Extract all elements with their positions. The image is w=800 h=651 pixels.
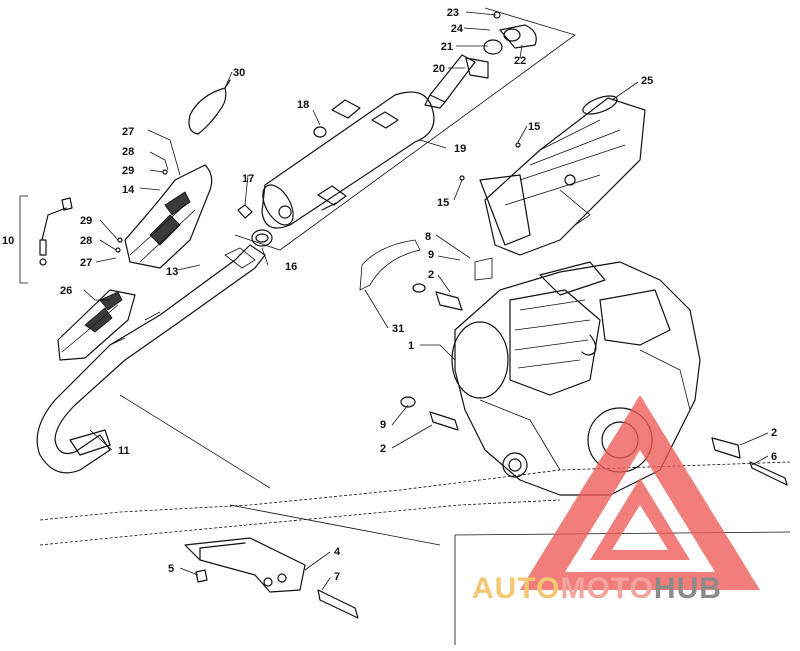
watermark-inner-triangle — [590, 478, 690, 560]
watermark-triangle-logo — [520, 395, 760, 590]
leader-lines — [83, 11, 769, 591]
callout-9a: 9 — [428, 249, 434, 261]
group-boundary — [234, 7, 576, 251]
frame-outline — [39, 394, 791, 645]
callout-13: 13 — [166, 266, 178, 278]
callout-11: 11 — [118, 445, 130, 457]
callout-4: 4 — [334, 546, 341, 558]
callout-22: 22 — [514, 55, 526, 67]
oxygen-sensor — [19, 195, 73, 284]
callout-24: 24 — [451, 23, 464, 35]
callout-5: 5 — [168, 563, 174, 575]
callout-21: 21 — [441, 41, 453, 53]
callout-30: 30 — [233, 67, 245, 79]
callout-15a: 15 — [528, 121, 540, 133]
spark-arrestor-assembly — [424, 11, 537, 109]
callout-27b: 27 — [80, 257, 92, 269]
muffler — [261, 91, 435, 229]
heat-shield-front-lower — [57, 289, 136, 361]
callout-20: 20 — [433, 63, 445, 75]
callout-28b: 28 — [80, 235, 92, 247]
engine-assembly — [451, 261, 701, 496]
callout-2c: 2 — [771, 427, 777, 439]
callout-31: 31 — [392, 323, 404, 335]
callout-2a: 2 — [428, 269, 434, 281]
callout-27a: 27 — [122, 126, 134, 138]
watermark-text: AUTOMOTOHUB — [472, 572, 722, 605]
studs-and-nuts — [400, 283, 788, 486]
watermark-auto: AUTO — [472, 572, 560, 605]
callout-23: 23 — [447, 7, 459, 19]
callout-26: 26 — [60, 285, 72, 297]
callout-28a: 28 — [122, 146, 134, 158]
callout-9b: 9 — [380, 419, 386, 431]
exhaust-spring-hanger — [188, 79, 231, 135]
callout-15b: 15 — [437, 197, 449, 209]
gaskets-plates — [359, 239, 493, 291]
heat-shield-front-upper — [124, 164, 213, 269]
callout-16: 16 — [285, 261, 297, 273]
callout-8: 8 — [425, 231, 431, 243]
callout-14: 14 — [122, 184, 135, 196]
automotohub-watermark: AUTOMOTOHUB — [472, 395, 760, 605]
engine-mount-bracket — [184, 537, 359, 619]
callout-10: 10 — [2, 235, 14, 247]
callout-25: 25 — [641, 75, 653, 87]
heat-shield-rear — [479, 95, 646, 256]
watermark-hub: HUB — [654, 572, 722, 605]
callout-18: 18 — [297, 99, 309, 111]
callout-2b: 2 — [380, 443, 386, 455]
callout-labels: 23 24 21 20 22 25 15 15 19 18 17 16 30 2… — [2, 7, 777, 583]
watermark-moto: MOTO — [560, 572, 653, 605]
callout-17: 17 — [242, 173, 254, 185]
callout-6: 6 — [771, 451, 777, 463]
callout-29b: 29 — [80, 215, 92, 227]
callout-7: 7 — [334, 571, 340, 583]
callout-19: 19 — [454, 143, 466, 155]
callout-29a: 29 — [122, 165, 134, 177]
callout-1: 1 — [408, 340, 414, 352]
